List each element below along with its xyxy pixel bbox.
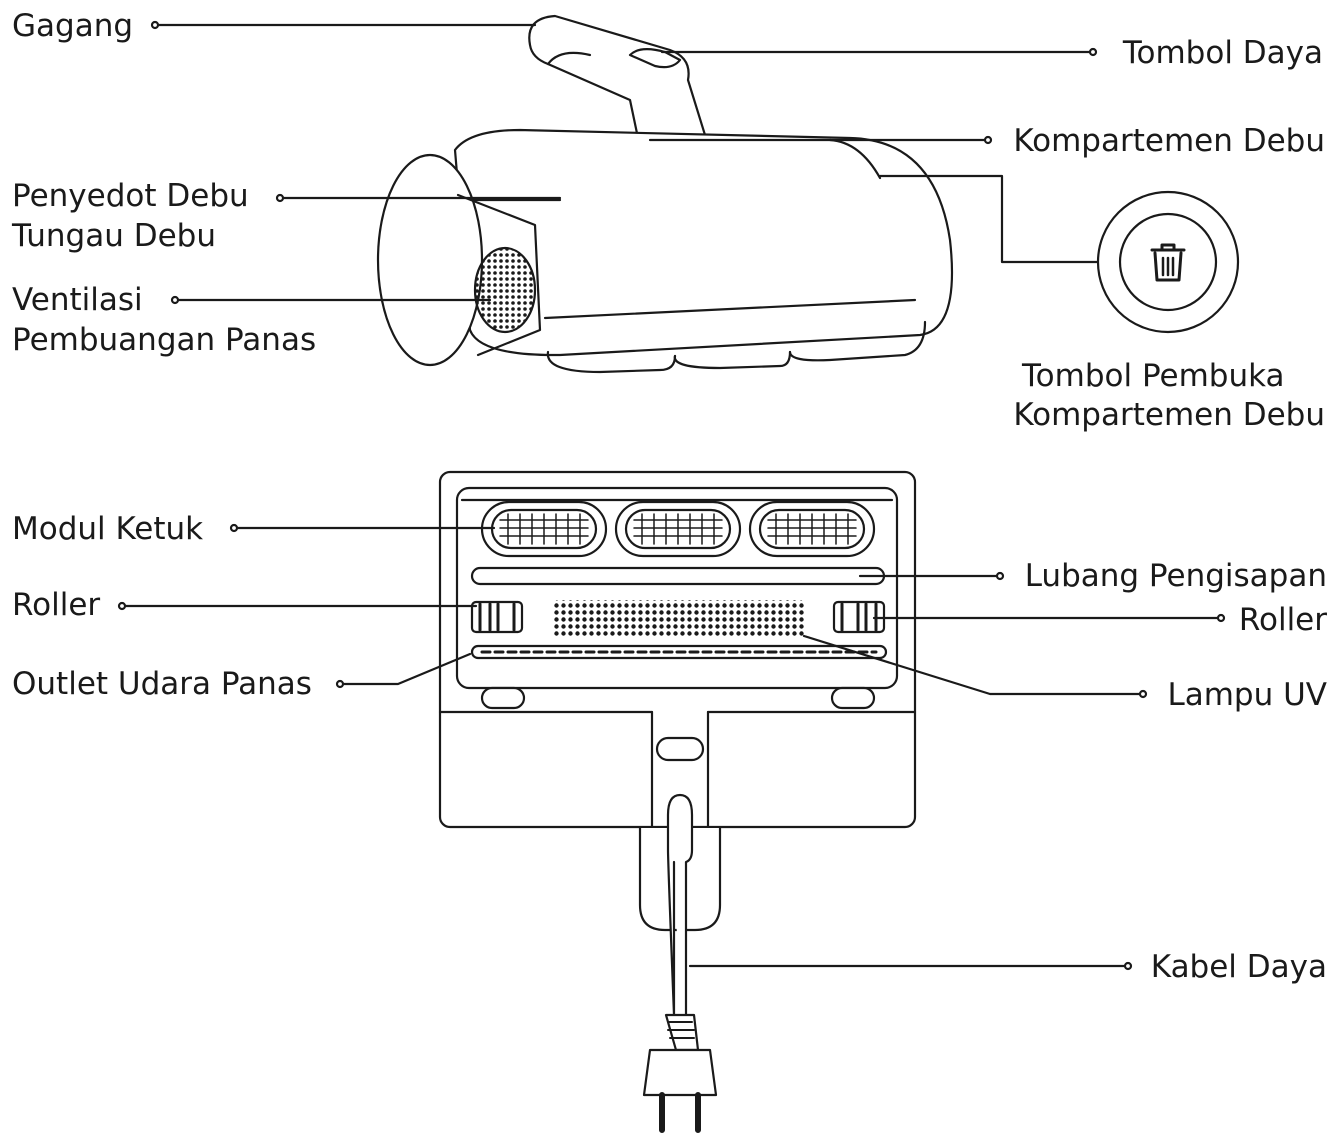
power-cable	[666, 793, 694, 1017]
tapping-modules	[480, 500, 876, 558]
label-tombol-pembuka-line2: Kompartemen Debu	[1013, 397, 1325, 433]
power-button	[628, 48, 682, 69]
label-kabel-daya: Kabel Daya	[1150, 949, 1327, 985]
roller-right-shape	[832, 600, 886, 634]
label-outlet-udara-panas: Outlet Udara Panas	[12, 666, 312, 702]
trash-bin-icon	[1150, 243, 1186, 282]
label-modul-ketuk: Modul Ketuk	[12, 511, 204, 547]
label-penyedot-line1: Penyedot Debu	[12, 178, 249, 214]
vacuum-top-view	[150, 14, 1102, 374]
label-tombol-daya: Tombol Daya	[1122, 35, 1323, 71]
power-plug	[642, 1013, 718, 1133]
suction-slot	[470, 566, 886, 586]
label-ventilasi-line2: Pembuangan Panas	[12, 322, 317, 358]
label-kompartemen-debu: Kompartemen Debu	[1013, 123, 1325, 159]
label-roller-left: Roller	[12, 587, 101, 623]
label-lampu-uv: Lampu UV	[1167, 677, 1327, 713]
roller-left-shape	[470, 600, 524, 634]
label-lubang-pengisapan: Lubang Pengisapan	[1024, 558, 1327, 594]
label-tombol-pembuka-line1: Tombol Pembuka	[1022, 358, 1285, 394]
uv-lamp	[552, 600, 806, 638]
outlet-leader	[338, 652, 472, 686]
lampu-uv-leader	[802, 634, 1145, 696]
tombol-pembuka-leader	[878, 174, 1102, 264]
label-penyedot-line2: Tungau Debu	[12, 218, 216, 254]
exhaust-vent	[473, 246, 537, 334]
release-button-callout	[1096, 190, 1240, 334]
label-ventilasi-line1: Ventilasi	[12, 282, 143, 318]
vacuum-bottom-view	[117, 470, 1226, 1133]
label-gagang: Gagang	[12, 8, 134, 44]
label-roller-right: Roller	[1238, 602, 1327, 638]
body	[453, 128, 954, 357]
